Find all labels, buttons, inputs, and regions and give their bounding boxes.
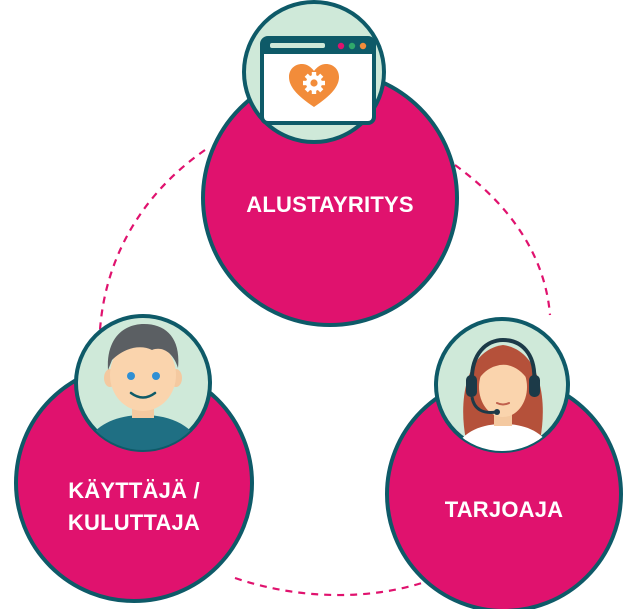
- connectors: [98, 149, 552, 597]
- connector-alustayritys-tarjoaja: [454, 164, 552, 316]
- node-kayttaja-label-line-2: KULUTTAJA: [68, 510, 200, 535]
- customer-service-headset-icon: [434, 317, 570, 453]
- connector-alustayritys-kayttaja: [98, 149, 206, 331]
- node-alustayritys: ALUSTAYRITYS: [201, 0, 459, 327]
- connector-kayttaja-tarjoaja: [234, 576, 426, 597]
- node-kayttaja: KÄYTTÄJÄ / KULUTTAJA: [14, 314, 254, 603]
- node-alustayritys-label: ALUSTAYRITYS: [246, 192, 413, 217]
- node-kayttaja-label-line-1: KÄYTTÄJÄ /: [68, 478, 200, 503]
- browser-heart-gear-icon: [242, 0, 386, 144]
- user-boy-icon: [74, 314, 212, 452]
- node-tarjoaja-label: TARJOAJA: [445, 497, 564, 522]
- node-tarjoaja: TARJOAJA: [385, 317, 623, 609]
